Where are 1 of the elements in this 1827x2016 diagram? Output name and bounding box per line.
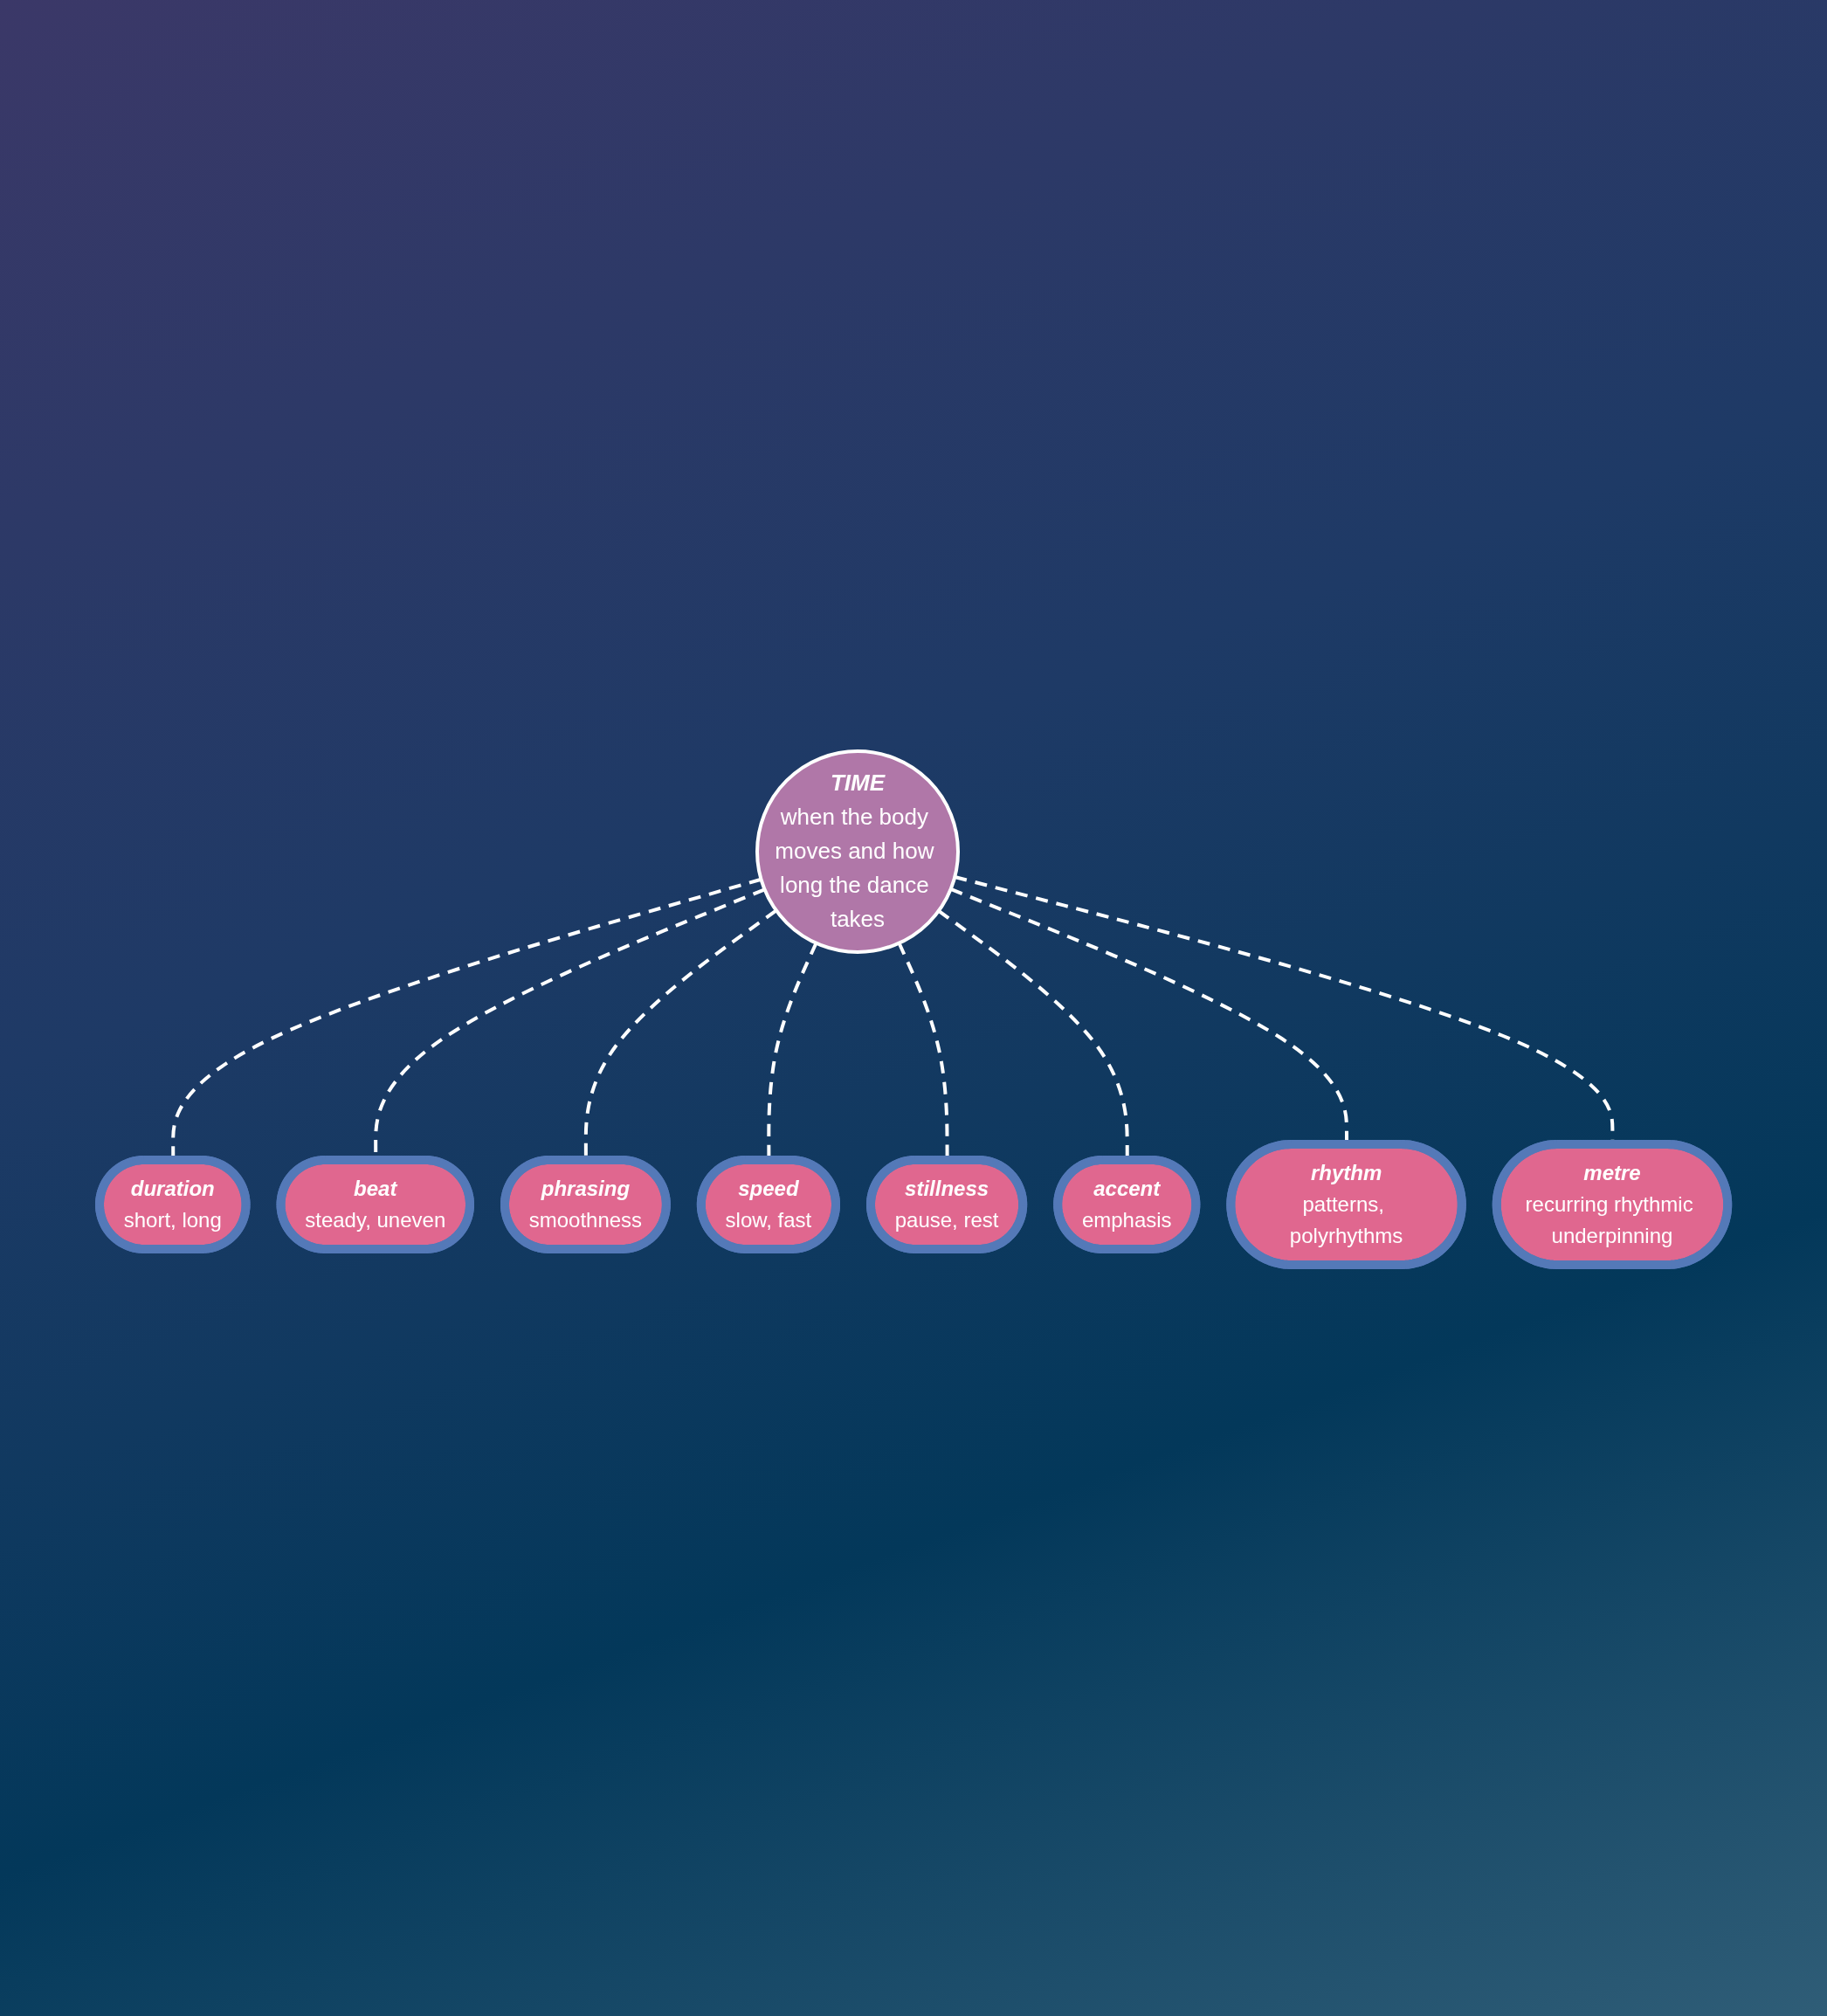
node-circle: TIME when the body moves and how long the dance takes — [755, 749, 960, 954]
